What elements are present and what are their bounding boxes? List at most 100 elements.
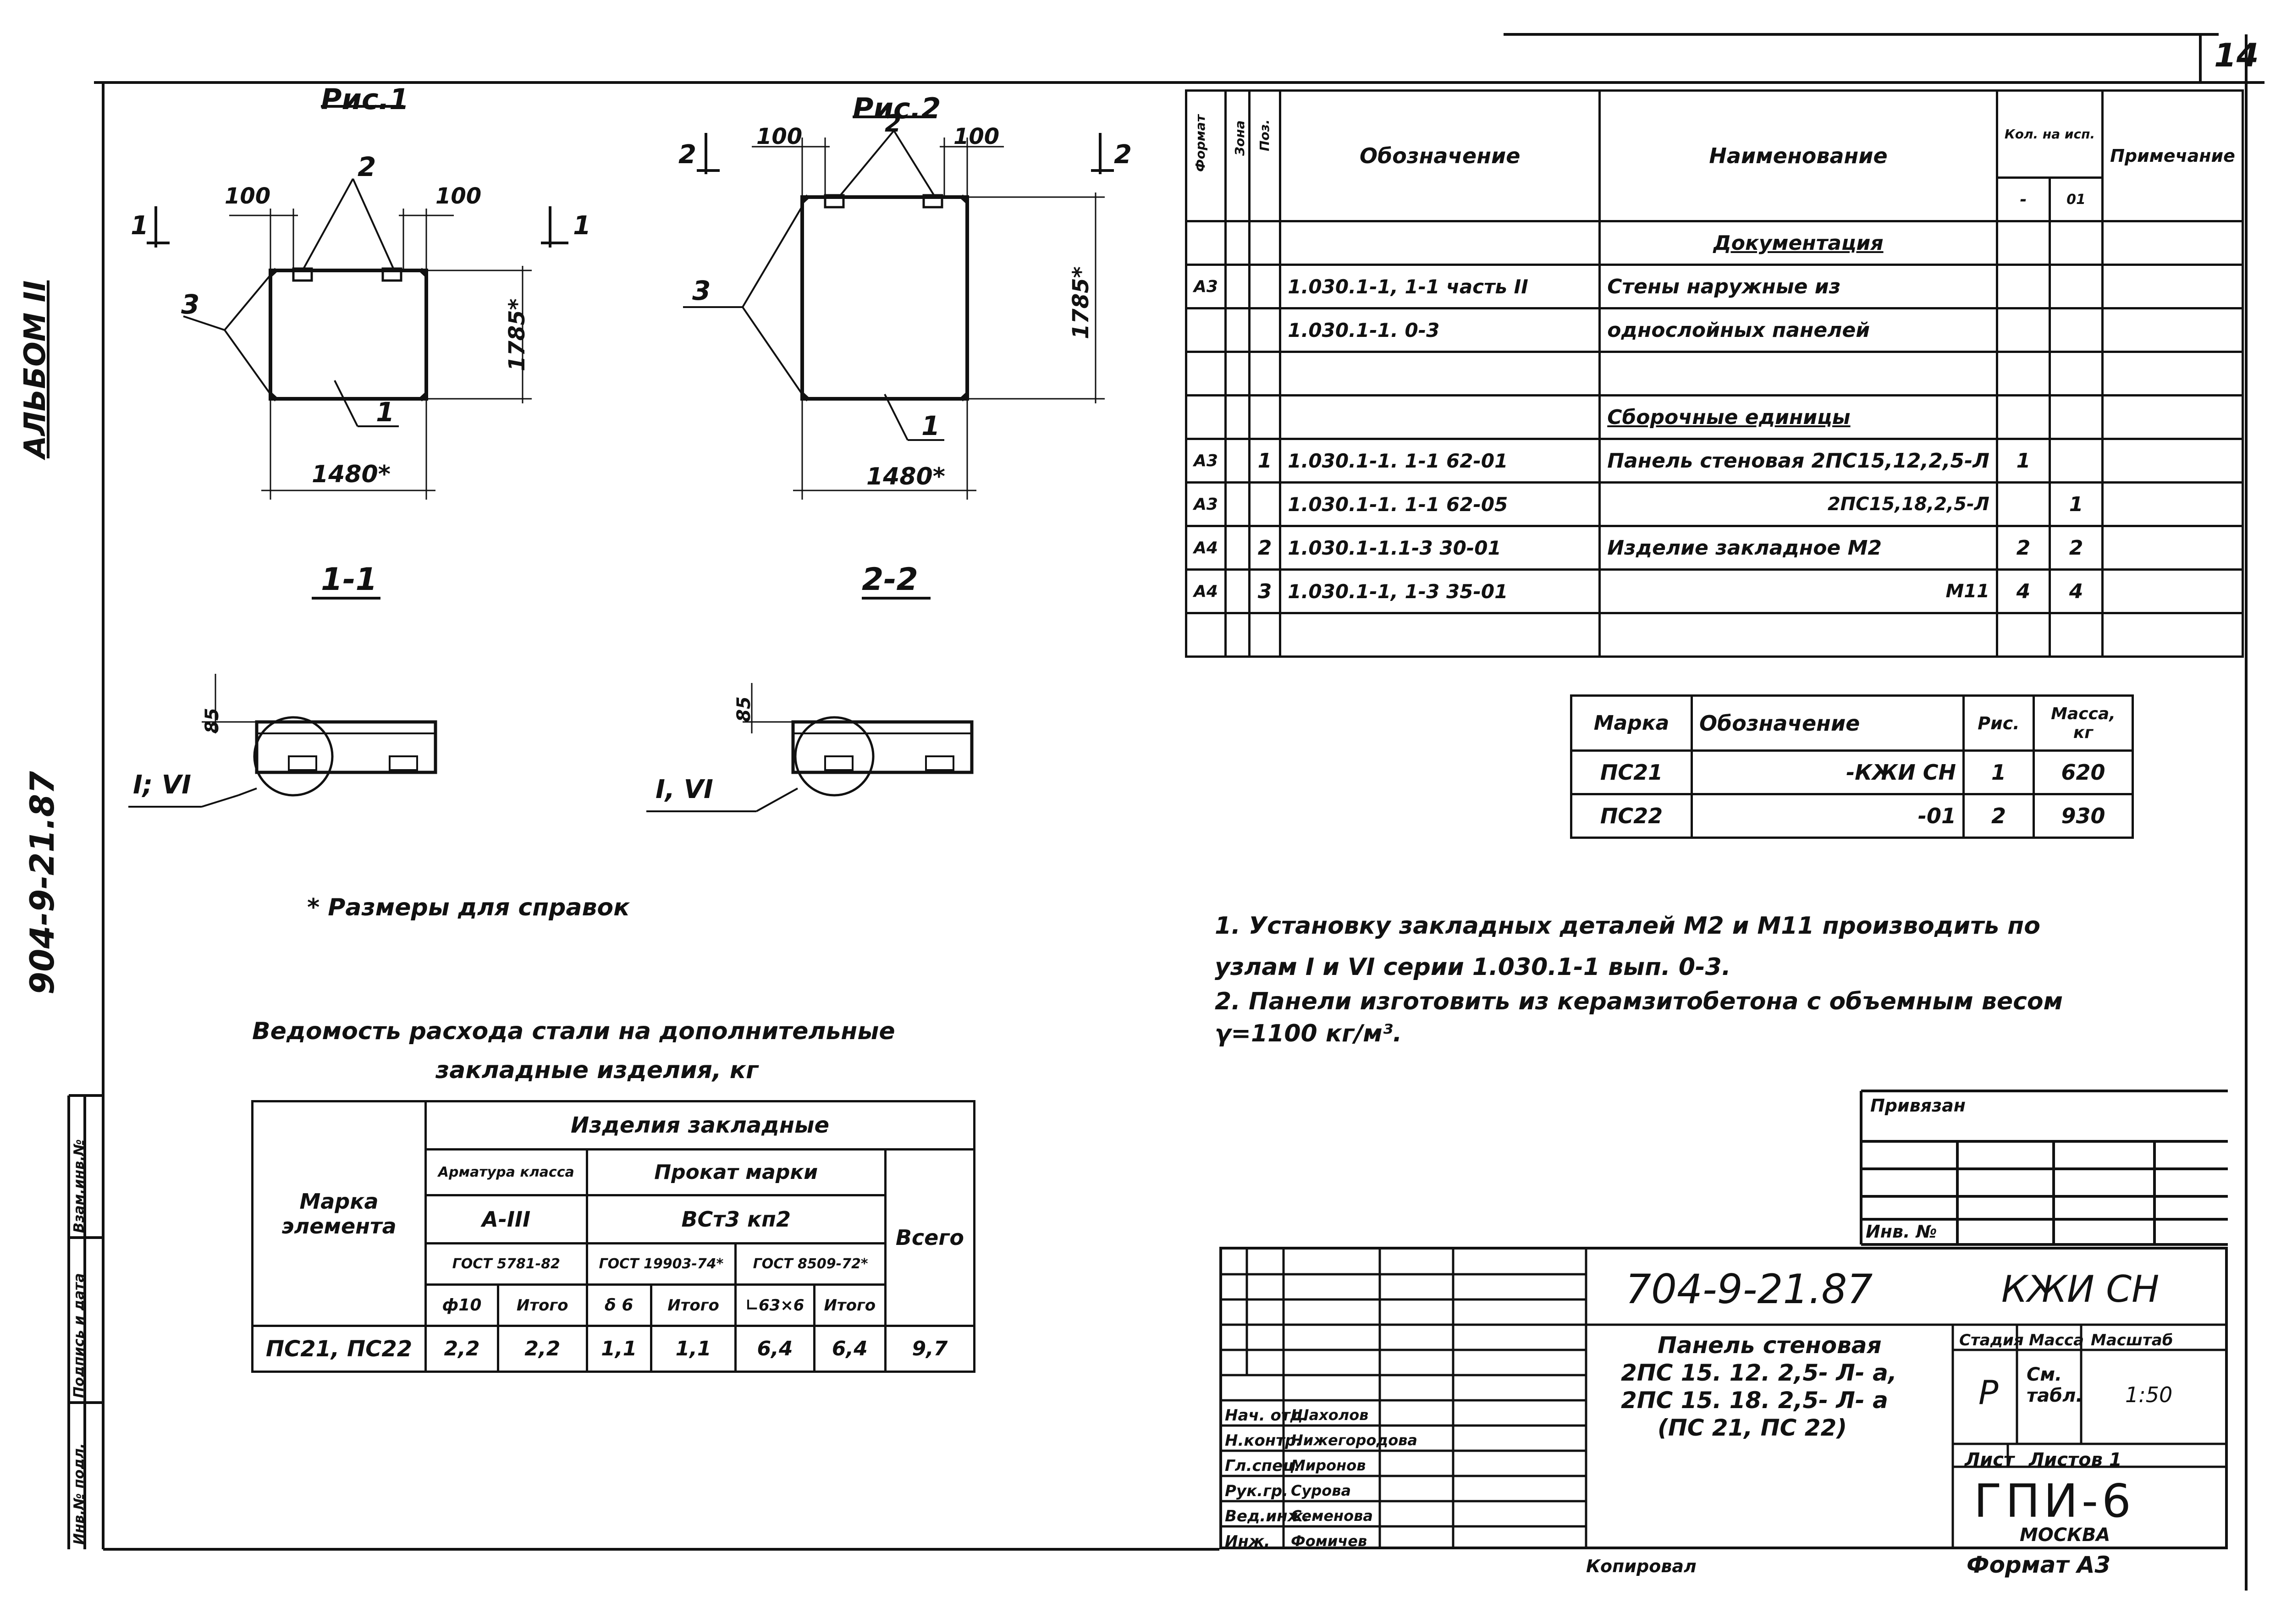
spec-cell-zona xyxy=(1224,612,1251,658)
dim-height: 1785* xyxy=(1068,266,1094,339)
detail-2-section xyxy=(646,683,974,812)
dim-width: 1480* xyxy=(312,461,391,488)
section-mark-2: 2 xyxy=(678,140,696,170)
detail-2-dim: 85 xyxy=(733,696,755,722)
left-stamp-label: Подпись и дата xyxy=(71,1273,87,1398)
spec-cell-kol-a: 2 xyxy=(1995,525,2051,571)
steel-cell: 6,4 xyxy=(734,1325,815,1373)
role-label: Рук.гр. xyxy=(1225,1482,1289,1500)
spec-cell-poz xyxy=(1248,612,1282,658)
role-label: Вед.инж. xyxy=(1225,1507,1309,1525)
spec-cell-kol-a xyxy=(1995,351,2051,396)
spec-cell-kol-b xyxy=(2048,220,2104,266)
figure-2-plan xyxy=(683,116,1114,600)
marks-h-massa: Масса, кг xyxy=(2033,694,2134,752)
spec-cell-naim: Панель стеновая 2ПС15,12,2,5-Л xyxy=(1598,438,1998,484)
spec-cell-zona xyxy=(1224,394,1251,440)
spec-cell-prim xyxy=(2101,307,2244,353)
position-3-label: 3 xyxy=(181,289,200,320)
detail-1-dim: 85 xyxy=(202,708,223,733)
org-name: ГПИ-6 xyxy=(1974,1474,2135,1528)
spec-cell-prim xyxy=(2101,438,2244,484)
spec-cell-kol-b: 1 xyxy=(2048,481,2104,527)
spec-h-prim: Примечание xyxy=(2101,89,2244,222)
dim-100: 100 xyxy=(225,183,271,209)
marks-cell-ris: 1 xyxy=(1962,749,2035,795)
steel-cell: 9,7 xyxy=(884,1325,976,1373)
spec-cell-zona xyxy=(1224,220,1251,266)
spec-cell-poz xyxy=(1248,481,1282,527)
spec-cell-prim xyxy=(2101,568,2244,614)
marks-cell-massa: 620 xyxy=(2033,749,2134,795)
marks-cell-marka: ПС22 xyxy=(1570,793,1693,839)
spec-cell-naim: М11 xyxy=(1598,568,1998,614)
spec-cell-obozn: 1.030.1-1, 1-1 часть II xyxy=(1279,264,1601,309)
steel-h-a3: A-III xyxy=(424,1194,588,1244)
spec-h-kol-b: 01 xyxy=(2048,176,2104,222)
spec-cell-poz xyxy=(1248,220,1282,266)
spec-cell-naim: однослойных панелей xyxy=(1598,307,1998,353)
spec-cell-prim xyxy=(2101,394,2244,440)
note-line: γ=1100 кг/м³. xyxy=(1215,1020,1402,1047)
spec-cell-naim: Изделие закладное М2 xyxy=(1598,525,1998,571)
steel-h-itogo: Итого xyxy=(496,1283,588,1327)
steel-h-marka: Марка элемента xyxy=(251,1100,427,1327)
dim-100: 100 xyxy=(756,124,803,149)
title-name-line: (ПС 21, ПС 22) xyxy=(1658,1415,1847,1441)
h-list: Лист xyxy=(1965,1449,2015,1470)
position-2-label: 2 xyxy=(885,110,902,138)
spec-cell-obozn xyxy=(1279,351,1601,396)
steel-h-gost3: ГОСТ 8509-72* xyxy=(734,1242,887,1286)
steel-cell: 6,4 xyxy=(813,1325,887,1373)
role-name: Сурова xyxy=(1291,1482,1351,1499)
marks-h-ris: Рис. xyxy=(1962,694,2035,752)
spec-cell-kol-a xyxy=(1995,394,2051,440)
spec-row xyxy=(1185,351,2244,396)
marks-cell-marka: ПС21 xyxy=(1570,749,1693,795)
stadia-value: Р xyxy=(1978,1373,1999,1412)
note-line: 2. Панели изготовить из керамзитобетона … xyxy=(1215,988,2063,1015)
title-block-lines xyxy=(1219,1247,2228,1549)
spec-cell-naim: 2ПС15,18,2,5-Л xyxy=(1598,481,1998,527)
org-city: МОСКВА xyxy=(2020,1525,2110,1546)
massa-value: См. табл. xyxy=(2027,1364,2083,1406)
spec-cell-kol-b xyxy=(2048,438,2104,484)
side-project-code: 904-9-21.87 xyxy=(23,771,61,995)
detail-1-section xyxy=(128,674,437,808)
section-mark-1: 1 xyxy=(573,211,591,241)
spec-h-format: Формат xyxy=(1185,89,1227,222)
spec-cell-kol-a: 1 xyxy=(1995,438,2051,484)
spec-cell-format xyxy=(1185,351,1227,396)
steel-h-gost2: ГОСТ 19903-74* xyxy=(585,1242,737,1286)
kopiroval-label: Копировал xyxy=(1586,1556,1697,1576)
spec-cell-prim xyxy=(2101,525,2244,571)
figure-1-plan xyxy=(147,105,568,600)
spec-cell-zona xyxy=(1224,264,1251,309)
steel-h-gost1: ГОСТ 5781-82 xyxy=(424,1242,588,1286)
spec-cell-obozn: 1.030.1-1. 1-1 62-05 xyxy=(1279,481,1601,527)
steel-cell: 1,1 xyxy=(585,1325,652,1373)
privyazan-label: Привязан xyxy=(1870,1096,1966,1116)
spec-h-zona-text: Зона xyxy=(1232,120,1247,156)
steel-h-izdelia: Изделия закладные xyxy=(424,1100,975,1151)
spec-cell-kol-a xyxy=(1995,307,2051,353)
reference-note: * Размеры для справок xyxy=(307,894,630,921)
steel-table-subtitle: закладные изделия, кг xyxy=(435,1057,759,1084)
title-name-line: 2ПС 15. 18. 2,5- Л- а xyxy=(1621,1387,1888,1414)
position-1-label: 1 xyxy=(921,410,940,441)
spec-cell-obozn: 1.030.1-1.1-3 30-01 xyxy=(1279,525,1601,571)
marks-cell-obozn: -01 xyxy=(1691,793,1965,839)
spec-cell-kol-b: 4 xyxy=(2048,568,2104,614)
role-name: Шахолов xyxy=(1291,1406,1369,1424)
marks-h-obozn: Обозначение xyxy=(1691,694,1965,752)
spec-cell-obozn xyxy=(1279,220,1601,266)
role-label: Гл.спец. xyxy=(1225,1457,1300,1475)
spec-cell-kol-a xyxy=(1995,481,2051,527)
spec-cell-format: А3 xyxy=(1185,481,1227,527)
spec-cell-naim xyxy=(1598,351,1998,396)
title-name-line: Панель стеновая xyxy=(1658,1332,1882,1359)
